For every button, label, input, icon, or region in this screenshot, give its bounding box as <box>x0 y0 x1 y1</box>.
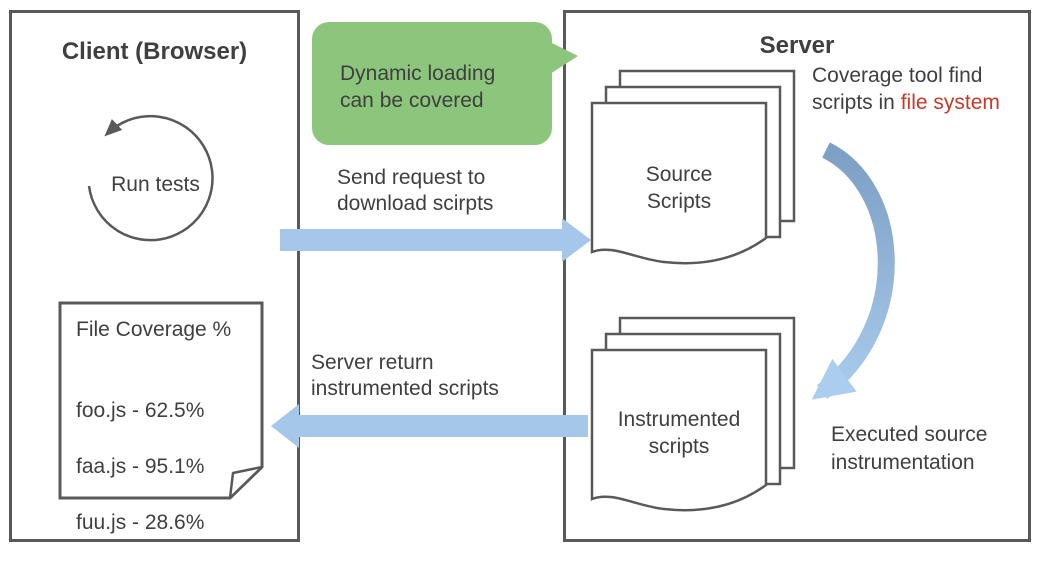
coverage-entry: foo.js - 62.5% <box>76 399 205 422</box>
callout-bubble <box>312 22 552 145</box>
response-arrow-label: Server return instrumented scripts <box>311 351 499 400</box>
note-title: File Coverage % <box>76 318 232 341</box>
request-arrow-label: Send request to download scirpts <box>337 166 494 215</box>
coverage-entry: fuu.js - 28.6% <box>76 511 205 534</box>
request-arrow <box>280 218 591 262</box>
executed-note: Executed source instrumentation <box>831 423 988 474</box>
callout-text: Dynamic loading can be covered <box>340 62 496 112</box>
note-entries: foo.js - 62.5% faa.js - 95.1% fuu.js - 2… <box>76 369 204 565</box>
client-title: Client (Browser) <box>61 38 248 65</box>
callout-tail-icon <box>550 42 578 74</box>
coverage-entry: faa.js - 95.1% <box>76 455 205 478</box>
server-title: Server <box>759 32 835 59</box>
file-coverage-note <box>58 301 264 500</box>
coverage-tool-note: Coverage tool find scripts in file syste… <box>812 62 1000 116</box>
note-fold-corner-icon <box>228 465 264 500</box>
file-system-highlight: file system <box>900 91 1000 114</box>
run-tests-loop-icon <box>87 114 214 242</box>
instrumented-scripts-label: Instrumented scripts <box>617 408 741 458</box>
response-arrow <box>271 404 588 448</box>
run-tests-label: Run tests <box>111 173 200 196</box>
server-flow-arrow <box>811 142 895 400</box>
coverage-tool-text: Coverage tool find scripts in <box>812 64 983 114</box>
source-scripts-label: Source Scripts <box>645 163 713 213</box>
